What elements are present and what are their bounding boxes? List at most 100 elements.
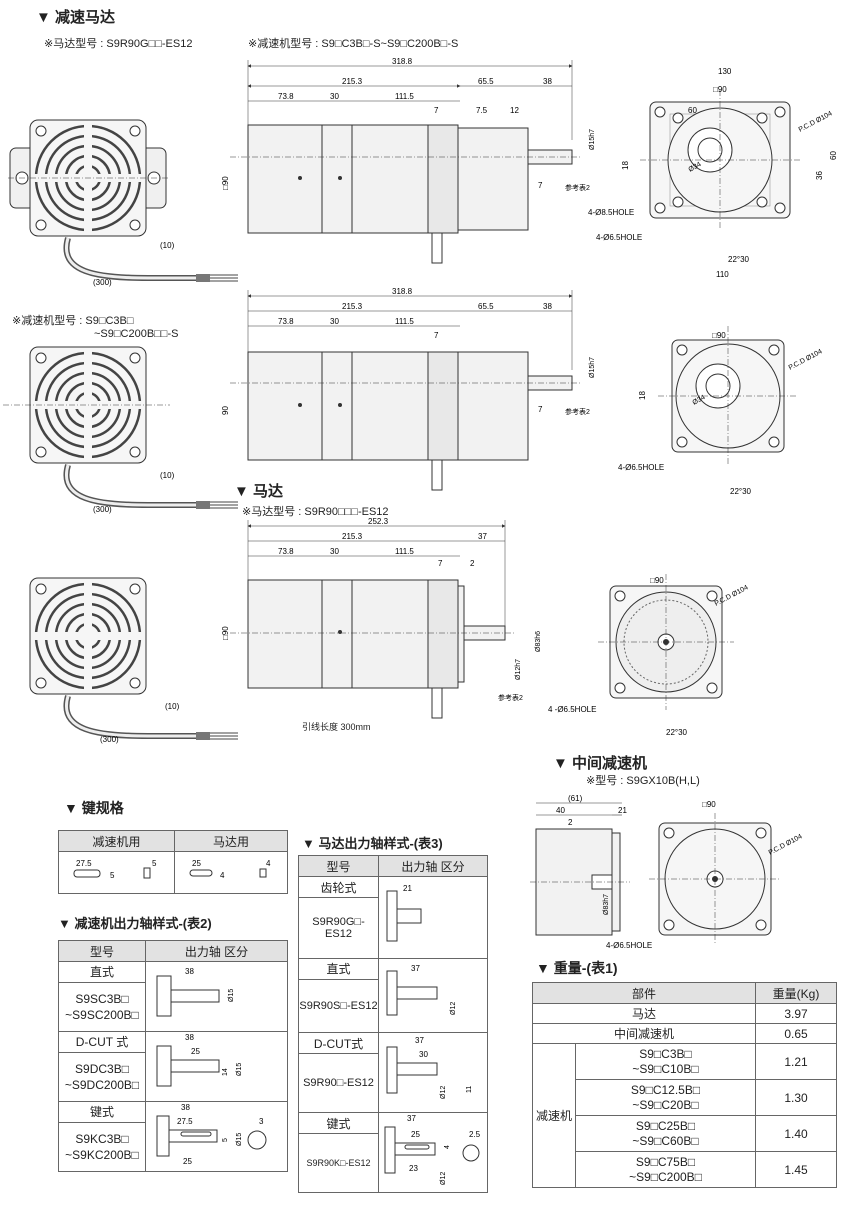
svg-text:Ø12: Ø12 [450,1002,457,1015]
t2-col-model: 型号 [58,940,146,962]
ref-table2-2: 参考表2 [565,407,590,416]
t3-col-model: 型号 [298,855,379,877]
flange-view-3 [598,574,734,710]
svg-text:27.5: 27.5 [76,859,92,868]
dim-60-f1: 60 [688,106,697,115]
svg-text:37: 37 [415,1036,424,1045]
dim-30-2: 30 [330,317,339,326]
t1-sub-weight-3: 1.45 [755,1151,837,1188]
t1-group: 减速机 [532,1043,576,1188]
section-title-intermediate: ▼ 中间减速机 [553,755,648,772]
dim-ang-f2: 22°30 [730,487,752,496]
svg-text:38: 38 [185,967,194,976]
t2-models-1: S9DC3B□ ~S9DC200B□ [58,1051,146,1103]
dim-shaft83b: Ø83h7 [603,894,610,915]
svg-text:5: 5 [110,871,115,880]
svg-text:5: 5 [152,859,157,868]
t1-sub-model-2: S9□C25B□ ~S9□C60B□ [575,1115,756,1152]
dim-7b-2: 7 [538,405,543,414]
gear-shaft-table: 型号 出力轴 区分 直式 38 Ø15 S9SC3B□ ~S9SC200B□ D… [58,940,288,1173]
dim-18-f2: 18 [638,391,647,400]
dim-90sq-1: □90 [221,176,230,190]
fan-view-2 [3,345,238,509]
key-col-gear: 减速机用 [58,830,175,852]
dim-hole65-f1: 4-Ø6.5HOLE [596,233,642,242]
dim-37-3: 37 [478,532,487,541]
flange-view-1 [640,90,800,230]
svg-text:38: 38 [181,1103,190,1112]
key-col-motor: 马达用 [174,830,288,852]
gear-model-label: ※减速机型号 : S9□C3B□-S~S9□C200B□-S [248,38,459,50]
dim-21: 21 [618,806,627,815]
motor-model-label: ※马达型号 : S9R90G□□-ES12 [44,38,193,50]
svg-text:Ø12: Ø12 [440,1086,447,1099]
dim-2-int: 2 [568,818,573,827]
dim-2-3: 2 [470,559,475,568]
dim-ang-f3: 22°30 [666,728,688,737]
dim-shaft15-2: Ø15h7 [589,357,596,378]
dim-318-2: 318.8 [392,287,413,296]
intermediate-model-label: ※型号 : S9GX10B(H,L) [586,775,700,787]
svg-text:21: 21 [403,884,412,893]
fan-view-3 [28,576,238,740]
dim-1115-2: 111.5 [395,317,414,326]
t1-sub-weight-1: 1.30 [755,1079,837,1116]
dim-738-1: 73.8 [278,92,294,101]
dim-18-f1: 18 [621,161,630,170]
dim-hole65-f2: 4-Ø6.5HOLE [618,463,664,472]
t1-part-0: 马达 [532,1003,756,1024]
t3-model-2: S9R90□-ES12 [298,1053,379,1113]
t3-shaft-3: 37 25 23 4 2.5 Ø12 [378,1112,488,1193]
dim-318-1: 318.8 [392,57,413,66]
dim-90sq-f2: □90 [712,331,726,340]
svg-text:25: 25 [192,859,201,868]
dim-lead300-3: (300) [100,735,119,744]
dim-38-2: 38 [543,302,552,311]
t1-weight-1: 0.65 [755,1023,837,1044]
side-view-3 [230,520,515,719]
svg-text:38: 38 [185,1033,194,1042]
t2-col-shaft: 出力轴 区分 [145,940,288,962]
dim-655-2: 65.5 [478,302,494,311]
intermediate-drawing: (61) 40 21 2 Ø83h7 □90 P.C.D Ø104 4-Ø6.5… [530,794,804,950]
t1-part-1: 中间减速机 [532,1023,756,1044]
dim-7-2: 7 [434,331,439,340]
t2-shaft-0: 38 Ø15 [145,961,288,1032]
t1-sub-weight-0: 1.21 [755,1043,837,1080]
dim-shaft12: Ø12h7 [515,659,522,680]
dim-shaft15-1: Ø15h7 [589,129,596,150]
section-title-table1: ▼ 重量-(表1) [536,960,618,976]
svg-text:25: 25 [191,1047,200,1056]
technical-drawings: (10) (300) (10) (300) (10) (300) 318.8 2… [3,57,838,744]
dim-738-2: 73.8 [278,317,294,326]
t3-shaft-2: 37 30 Ø12 11 [378,1032,488,1113]
dim-90sq-int: □90 [702,800,716,809]
dim-lead300-2: (300) [93,505,112,514]
dim-12-1: 12 [510,106,519,115]
svg-text:25: 25 [411,1130,420,1139]
svg-text:Ø15: Ø15 [236,1133,243,1146]
dim-lead10-1: (10) [160,241,175,250]
dim-40: 40 [556,806,565,815]
dim-90sq-f3: □90 [650,576,664,585]
svg-text:4: 4 [266,859,271,868]
t1-sub-weight-2: 1.40 [755,1115,837,1152]
t3-label-0: 齿轮式 [298,875,379,899]
t3-model-0: S9R90G□-ES12 [298,897,379,959]
t3-model-1: S9R90S□-ES12 [298,978,379,1034]
flange-view-2 [658,326,798,466]
t3-shaft-1: 37 Ø12 [378,958,488,1033]
section-title-table2: ▼ 减速机出力轴样式-(表2) [58,916,212,931]
ref-table2-3: 参考表2 [498,693,523,702]
dim-90sq-f1: □90 [713,85,727,94]
svg-text:25: 25 [183,1157,192,1166]
key-spec-table: 减速机用 马达用 27.5 5 5 25 4 4 [58,830,288,894]
t2-models-2: S9KC3B□ ~S9KC200B□ [58,1121,146,1173]
dim-7b-1: 7 [538,181,543,190]
dim-90-2: 90 [221,406,230,415]
section-title-table3: ▼ 马达出力轴样式-(表3) [302,836,443,851]
t1-sub-model-0: S9□C3B□ ~S9□C10B□ [575,1043,756,1080]
dim-130: 130 [718,67,732,76]
svg-text:27.5: 27.5 [177,1117,193,1126]
svg-text:37: 37 [411,964,420,973]
